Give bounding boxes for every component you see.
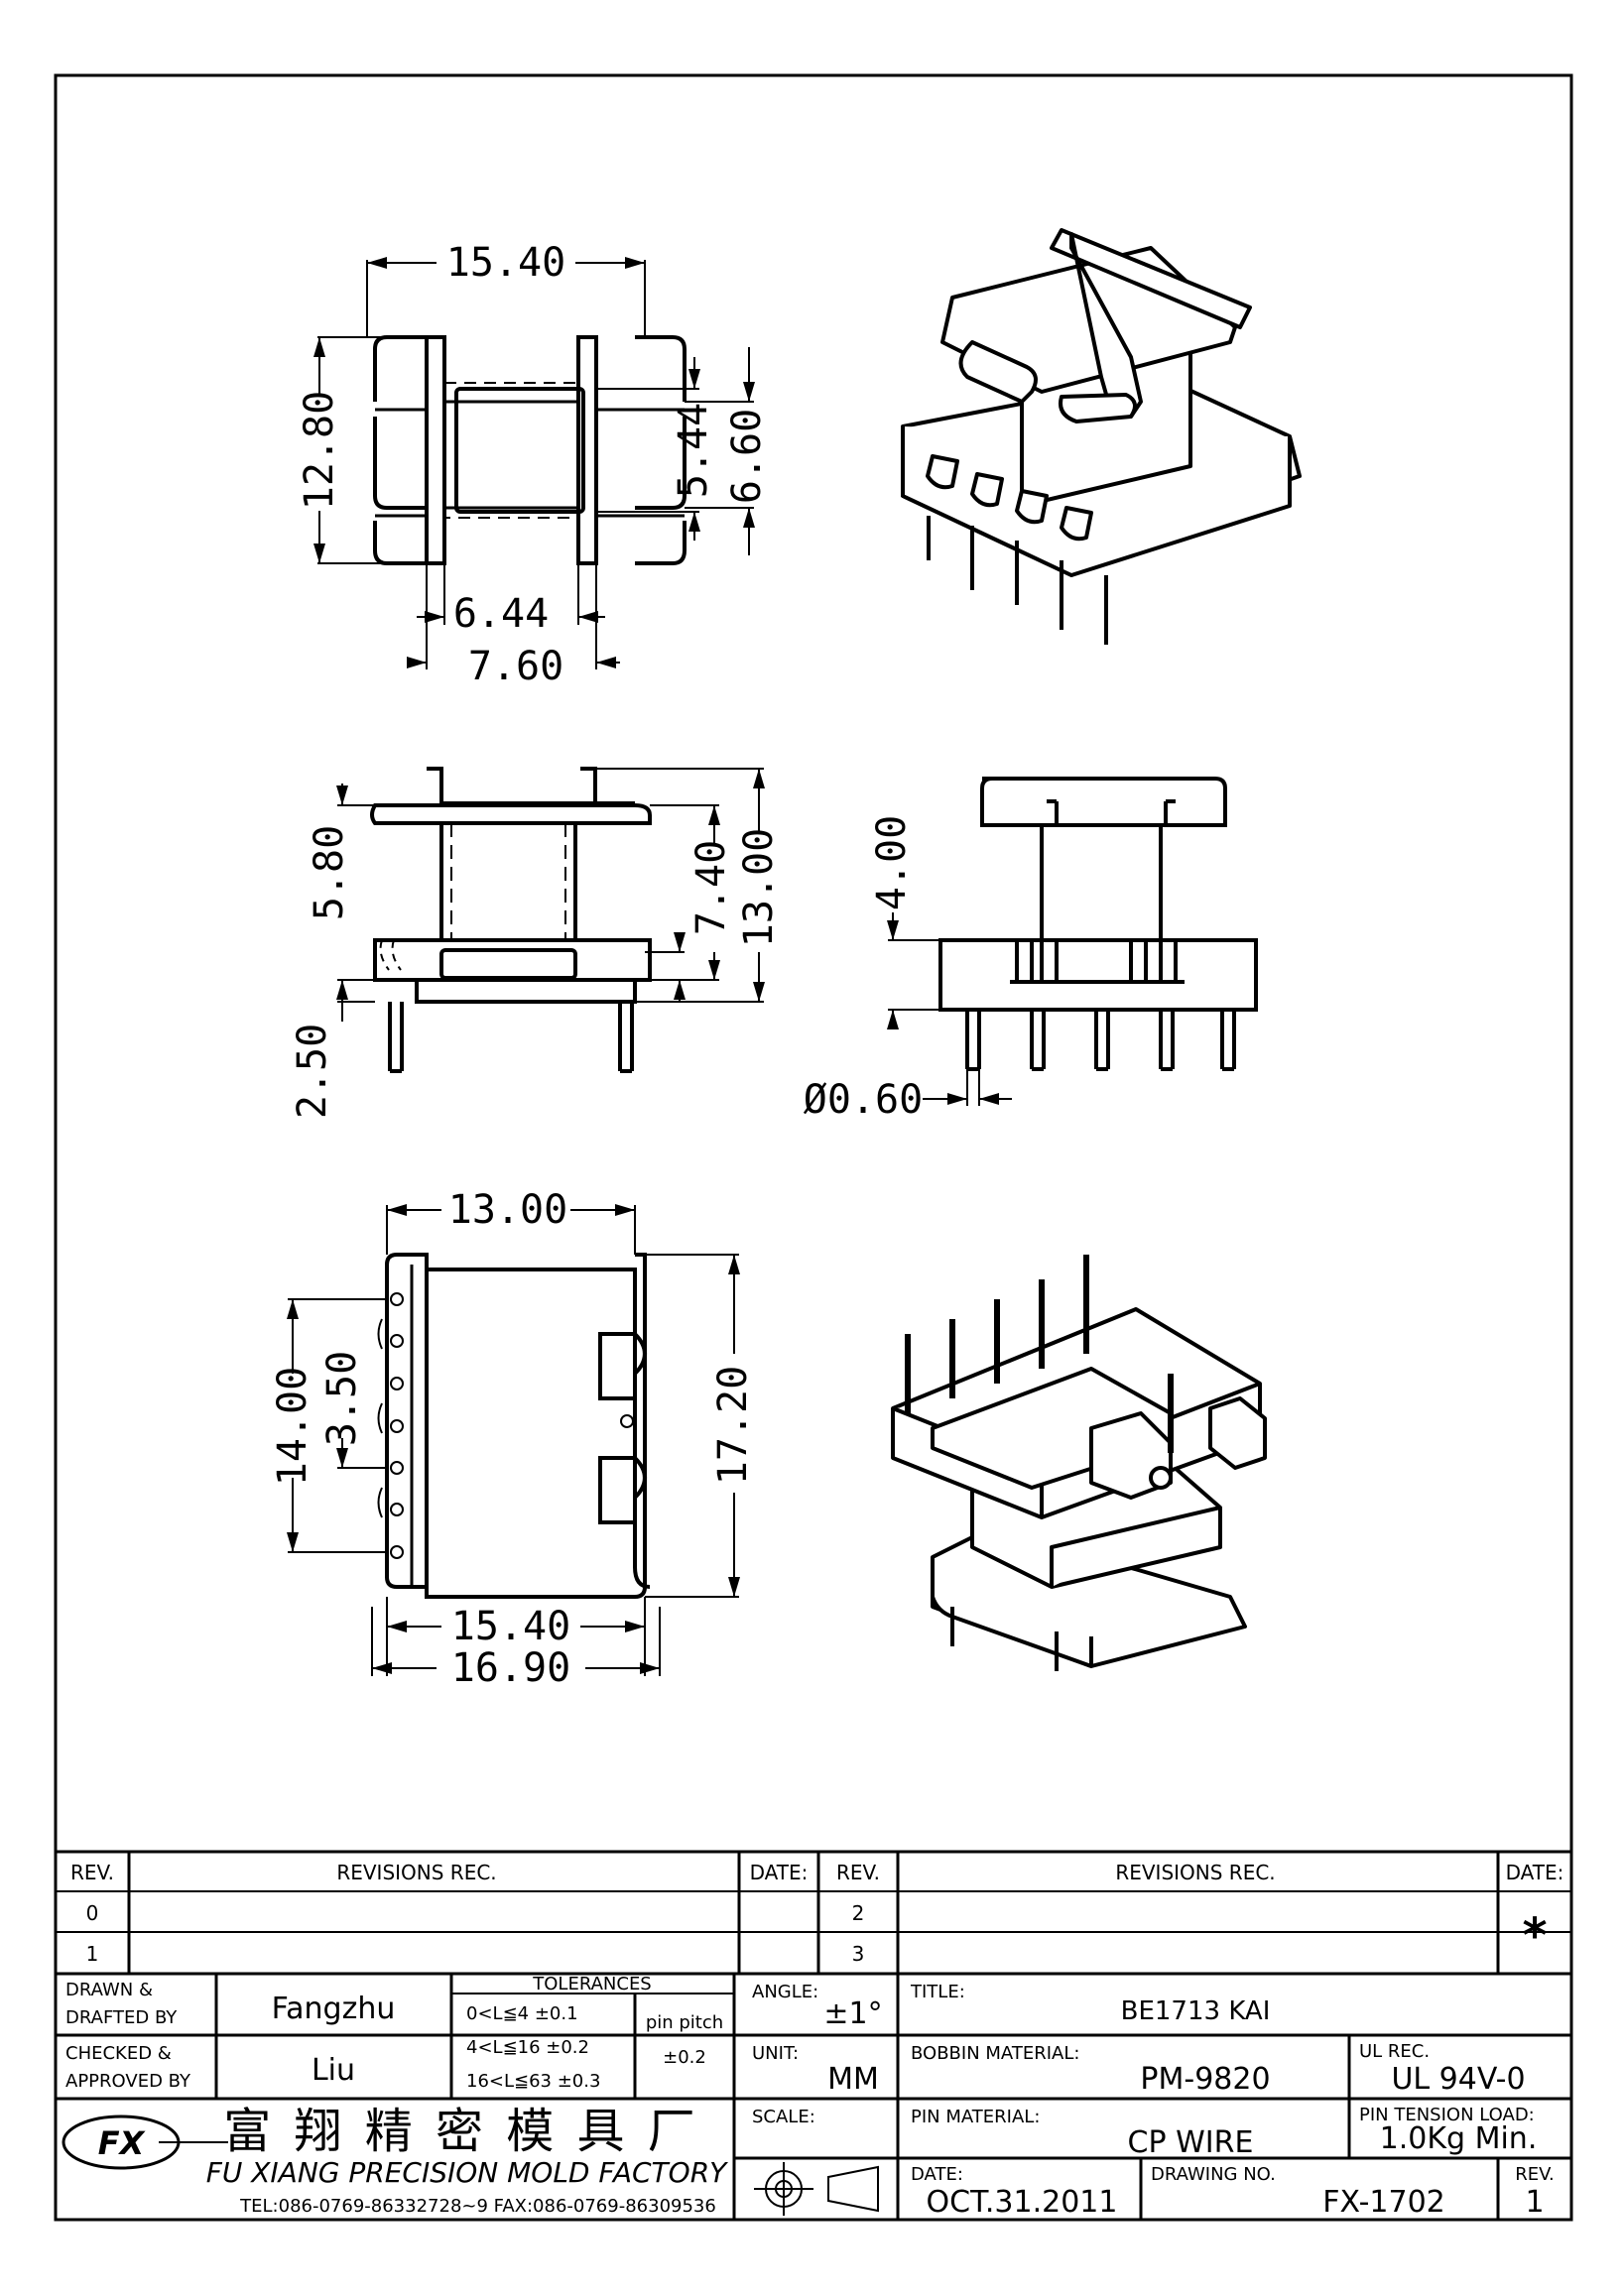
pin-material-label: PIN MATERIAL: (911, 2107, 1040, 2127)
bottom-view (377, 1253, 651, 1599)
dim-bottom-width: 13.00 (448, 1187, 567, 1233)
isometric-view-bottom (891, 1255, 1267, 1671)
pin-tension-value: 1.0Kg Min. (1380, 2121, 1538, 2156)
date-header-left: DATE: (750, 1861, 809, 1884)
pin-pitch-label: pin pitch (646, 2012, 723, 2033)
dim-top-inner-w: 6.44 (453, 591, 549, 637)
title-block (56, 1850, 1571, 2220)
ul-value: UL 94V-0 (1391, 2062, 1525, 2097)
bobbin-value: PM-9820 (1140, 2062, 1270, 2097)
pin-material-value: CP WIRE (1128, 2125, 1254, 2160)
date-value: OCT.31.2011 (927, 2185, 1118, 2220)
top-view-dims (313, 257, 755, 669)
dim-bottom-height: 14.00 (270, 1367, 315, 1486)
dim-top-inner-h: 5.44 (671, 403, 716, 498)
dim-bottom-w1: 15.40 (451, 1604, 570, 1649)
angle-label: ANGLE: (752, 1982, 818, 2002)
dim-top-outer-w: 7.60 (468, 644, 563, 689)
bottom-view-dims (287, 1204, 740, 1676)
rev-row-3: 3 (852, 1942, 865, 1966)
date-label: DATE: (911, 2164, 963, 2185)
rev-header-left: REV. (70, 1861, 114, 1884)
bobbin-label: BOBBIN MATERIAL: (911, 2043, 1079, 2064)
checked-label-1: CHECKED & (65, 2043, 172, 2064)
dim-top-outer-h: 6.60 (724, 409, 770, 504)
rev-row-2: 2 (852, 1901, 865, 1925)
dim-bottom-depth: 17.20 (710, 1366, 756, 1485)
dim-bottom-pitch: 3.50 (319, 1351, 365, 1446)
rev-row-1: 1 (86, 1942, 99, 1966)
company-name-en: FU XIANG PRECISION MOLD FACTORY (206, 2156, 728, 2189)
rev-label: REV. (1515, 2164, 1555, 2185)
tolerance-row-2: 4<L≦16 ±0.2 (466, 2037, 589, 2058)
date-header-right: DATE: (1506, 1861, 1564, 1884)
revisions-header-right: REVISIONS REC. (1115, 1861, 1275, 1884)
dim-side-pin: 2.50 (290, 1024, 335, 1119)
rev-value: 1 (1525, 2185, 1544, 2220)
drawn-label-2: DRAFTED BY (65, 2007, 178, 2028)
unit-label: UNIT: (752, 2043, 799, 2064)
pin-pitch-tol: ±0.2 (663, 2047, 706, 2068)
sheet-border (54, 73, 1573, 2222)
title-value: BE1713 KAI (1121, 1996, 1271, 2026)
projection-symbol (754, 2162, 879, 2216)
drawn-by: Fangzhu (272, 1992, 396, 2026)
drawing-no-value: FX-1702 (1322, 2185, 1445, 2220)
top-view (373, 335, 687, 565)
tolerances-header: TOLERANCES (532, 1974, 652, 1994)
company-logo (62, 2115, 228, 2170)
tolerance-row-3: 16<L≦63 ±0.3 (466, 2071, 600, 2092)
side-view-dims (336, 768, 765, 1022)
scale-label: SCALE: (752, 2107, 815, 2127)
dim-pin-diameter: Ø0.60 (804, 1077, 923, 1123)
company-name-cn: 富 翔 精 密 模 具 厂 (223, 2104, 699, 2159)
dim-side-total: 13.00 (736, 828, 782, 947)
tolerance-row-1: 0<L≦4 ±0.1 (466, 2003, 578, 2024)
dim-front-height: 4.00 (869, 815, 915, 910)
drawn-label-1: DRAWN & (65, 1980, 153, 2000)
dim-top-height: 12.80 (297, 391, 342, 510)
dim-top-width: 15.40 (446, 240, 565, 286)
dim-side-flange: 5.80 (307, 825, 352, 920)
rev-row-0: 0 (86, 1901, 99, 1925)
isometric-view-top (901, 228, 1302, 645)
revisions-header-left: REVISIONS REC. (336, 1861, 496, 1884)
rev-header-right: REV. (836, 1861, 880, 1884)
drawing-no-label: DRAWING NO. (1151, 2164, 1276, 2185)
front-view (938, 777, 1258, 1071)
checked-by: Liu (312, 2053, 355, 2088)
star-mark: * (1522, 1908, 1547, 1964)
unit-value: MM (827, 2062, 879, 2097)
logo-text: FX (98, 2124, 146, 2162)
front-view-dims (887, 912, 1012, 1106)
dim-bottom-w2: 16.90 (451, 1645, 570, 1691)
pin-tension-label: PIN TENSION LOAD: (1359, 2105, 1535, 2125)
dim-side-mid: 7.40 (688, 840, 734, 935)
angle-value: ±1° (823, 1996, 882, 2031)
company-contact: TEL:086-0769-86332728~9 FAX:086-0769-863… (239, 2196, 716, 2217)
side-view (370, 767, 652, 1073)
title-label: TITLE: (910, 1982, 965, 2002)
ul-label: UL REC. (1359, 2041, 1430, 2062)
checked-label-2: APPROVED BY (65, 2071, 191, 2092)
